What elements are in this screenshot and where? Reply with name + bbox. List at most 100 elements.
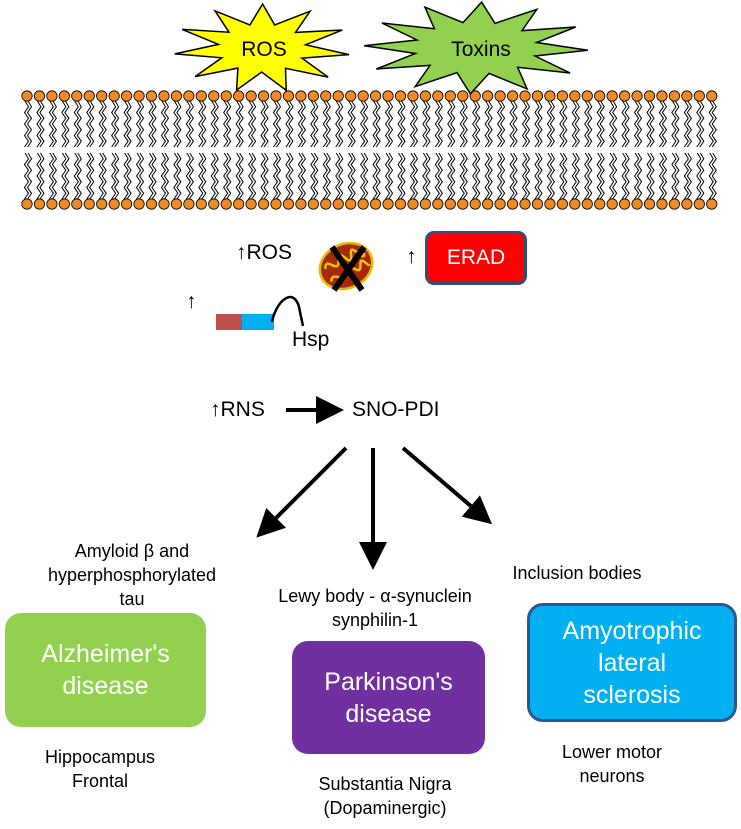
- lipid-tail: [686, 152, 692, 200]
- lipid-tail: [696, 152, 702, 200]
- lipid-tail: [708, 100, 714, 148]
- lipid-tail: [297, 152, 304, 200]
- lipid-tail: [549, 152, 556, 200]
- lipid-tail: [711, 100, 717, 148]
- lipid-tail: [521, 100, 528, 148]
- lipid-tail: [624, 152, 630, 200]
- lipid-head: [83, 90, 95, 102]
- lipid-head: [108, 90, 120, 102]
- lipid-tail: [686, 100, 692, 148]
- lipid-tail: [658, 100, 665, 148]
- lipid-tail: [201, 152, 207, 200]
- alzheimers-name-line: Alzheimer's: [41, 640, 170, 668]
- lipid-head: [282, 198, 295, 210]
- lipid-tail: [512, 100, 518, 148]
- lipid-tail: [226, 100, 232, 148]
- lipid-tail: [649, 100, 655, 148]
- lipid-head: [270, 90, 282, 102]
- lipid-tail: [646, 100, 652, 148]
- lipid-tail: [612, 100, 618, 148]
- alzheimers-pathology: Amyloid β and hyperphosphorylated tau: [32, 539, 232, 611]
- lipid-head: [681, 90, 693, 102]
- lipid-head: [432, 198, 444, 210]
- lipid-tail: [213, 100, 219, 148]
- ros-increase-label: ↑ROS: [236, 241, 293, 264]
- lipid-head: [83, 198, 95, 210]
- lipid-head: [233, 198, 245, 210]
- lipid-tail: [210, 152, 216, 200]
- lipid-tail: [372, 100, 378, 148]
- lipid-head: [407, 90, 419, 102]
- lipid-head: [482, 90, 494, 102]
- lipid-tail: [275, 152, 282, 200]
- lipid-tail: [288, 152, 294, 200]
- erad-increase-arrow: ↑: [406, 245, 417, 268]
- lipid-head: [506, 90, 519, 102]
- lipid-tail: [584, 152, 590, 200]
- lipid-tail: [250, 152, 257, 200]
- lipid-head: [519, 90, 531, 102]
- lipid-tail: [372, 152, 378, 200]
- lipid-tail: [36, 100, 42, 148]
- lipid-tail: [447, 152, 453, 200]
- lipid-head: [369, 198, 382, 210]
- lipid-tail: [459, 100, 465, 148]
- lipid-head: [531, 198, 544, 210]
- lipid-tail: [450, 152, 456, 200]
- lipid-tail: [247, 152, 254, 200]
- lipid-tail: [499, 152, 506, 200]
- lipid-tail: [285, 152, 291, 200]
- lipid-tail: [26, 100, 33, 148]
- lipid-tail: [135, 100, 142, 148]
- lipid-tail: [462, 152, 468, 200]
- lipid-head: [618, 198, 631, 210]
- parkinsons-name-line: Parkinson's: [324, 667, 453, 696]
- x-mark-icon: [329, 245, 367, 292]
- lipid-tail: [126, 100, 132, 148]
- lipid-tail: [263, 152, 269, 200]
- lipid-tail: [699, 152, 705, 200]
- lipid-tail: [384, 100, 391, 148]
- lipid-tail: [574, 152, 580, 200]
- lipid-tail: [633, 152, 640, 200]
- lipid-tail: [571, 152, 577, 200]
- lipid-tail: [163, 152, 170, 200]
- lipid-tail: [86, 100, 92, 148]
- lipid-head: [706, 90, 718, 102]
- lipid-head: [693, 198, 705, 210]
- lipid-tail: [250, 100, 257, 148]
- lipid-tail: [51, 152, 58, 200]
- lipid-tail: [272, 100, 279, 148]
- lipid-tail: [387, 100, 394, 148]
- als-name-line: Amyotrophic: [562, 616, 702, 645]
- lipid-tail: [509, 100, 515, 148]
- als-regions: Lower motor neurons: [542, 740, 682, 788]
- lipid-tail: [313, 100, 319, 148]
- lipid-tail: [437, 100, 443, 148]
- lipid-head: [71, 90, 83, 102]
- lipid-tail: [300, 152, 307, 200]
- lipid-tail: [484, 152, 490, 200]
- toxins-burst-label: Toxins: [451, 38, 511, 61]
- lipid-tail: [188, 100, 194, 148]
- lipid-tail: [176, 152, 182, 200]
- lipid-tail: [101, 152, 107, 200]
- lipid-head: [332, 90, 344, 102]
- lipid-tail: [201, 100, 207, 148]
- lipid-head: [158, 90, 170, 102]
- lipid-head: [382, 90, 394, 102]
- lipid-tail: [160, 100, 167, 148]
- lipid-tail: [23, 152, 30, 200]
- lipid-head: [46, 198, 58, 210]
- lipid-tail: [450, 100, 456, 148]
- alzheimers-region-line: Hippocampus: [44, 747, 156, 767]
- lipid-tail: [39, 100, 45, 148]
- lipid-tail: [310, 100, 316, 148]
- ros-burst-shape: [174, 2, 350, 92]
- lipid-tail: [546, 100, 553, 148]
- lipid-head: [220, 198, 232, 210]
- lipid-tail: [587, 152, 593, 200]
- rns-increase-label: ↑RNS: [210, 398, 265, 421]
- alzheimers-disease-box: Alzheimer's disease: [5, 613, 206, 727]
- lipid-tail: [534, 100, 540, 148]
